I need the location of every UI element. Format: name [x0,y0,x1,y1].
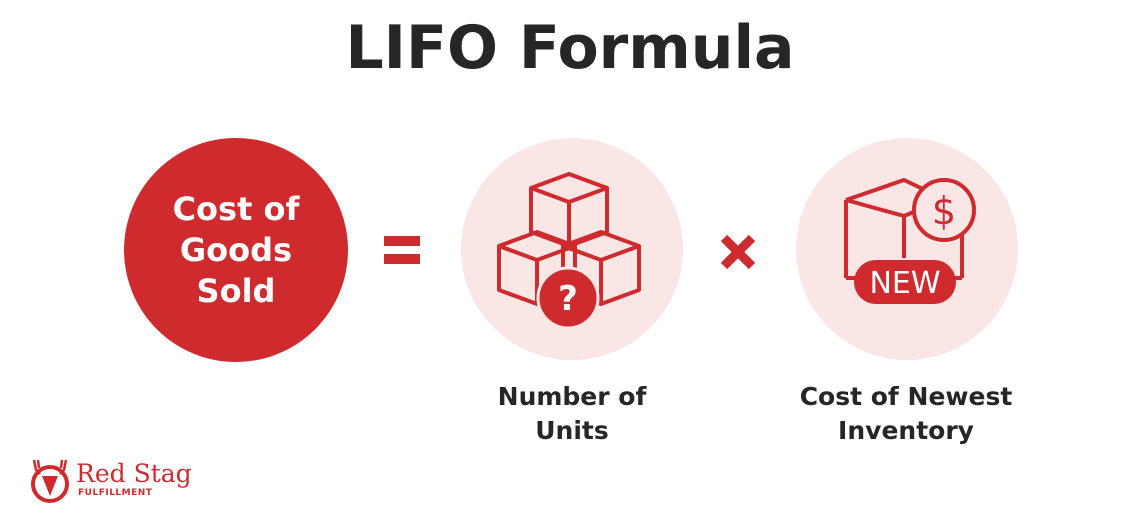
cogs-line-1: Cost of [172,189,300,228]
number-of-units-label: Number of Units [461,380,683,448]
new-badge-text: NEW [869,266,940,301]
cogs-line-3: Sold [196,271,276,310]
cost-of-newest-inventory-label: Cost of Newest Inventory [770,380,1042,448]
stag-head-icon [31,459,69,503]
newest-label-line-2: Inventory [838,416,974,445]
logo-brand-text: Red Stag [76,459,192,488]
equals-sign-icon [384,236,420,264]
question-mark-glyph: ? [558,279,578,319]
stacked-boxes-question-icon: ? [497,172,641,330]
units-label-line-2: Units [535,416,609,445]
logo-sub-text: FULFILLMENT [78,488,153,498]
red-stag-logo: Red Stag FULFILLMENT [26,456,196,506]
number-of-units-icon-circle: ? [461,138,683,360]
units-label-line-1: Number of [497,382,647,411]
cost-of-goods-sold-circle: Cost of Goods Sold [124,138,348,362]
box-dollar-new-icon: $ NEW [844,178,976,304]
cost-of-newest-inventory-icon-circle: $ NEW [796,138,1018,360]
dollar-glyph: $ [932,189,956,233]
newest-label-line-1: Cost of Newest [799,382,1013,411]
multiply-sign-icon [720,234,756,270]
page-title: LIFO Formula [345,13,795,83]
cogs-line-2: Goods [179,230,293,269]
